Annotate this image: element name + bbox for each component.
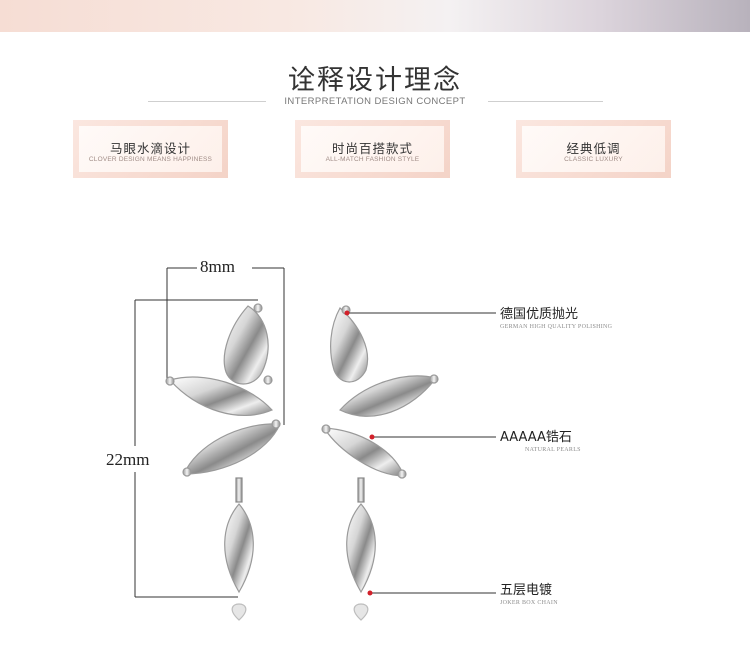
title-divider-right xyxy=(488,101,603,102)
page-subtitle: INTERPRETATION DESIGN CONCEPT xyxy=(284,96,466,107)
earring-left xyxy=(165,303,281,621)
feature-tag-panel: 时尚百搭款式 ALL-MATCH FASHION STYLE xyxy=(301,126,444,172)
earring-right xyxy=(321,305,439,621)
callout-plating: 五层电镀 JOKER BOX CHAIN xyxy=(500,579,558,606)
feature-tag-panel: 经典低调 CLASSIC LUXURY xyxy=(522,126,665,172)
callout-caption: JOKER BOX CHAIN xyxy=(500,600,558,606)
feature-tag-marquise-drop: 马眼水滴设计 CLOVER DESIGN MEANS HAPPINESS xyxy=(73,120,228,178)
dimension-lines xyxy=(134,267,285,598)
feature-tag-fashion-style: 时尚百搭款式 ALL-MATCH FASHION STYLE xyxy=(295,120,450,178)
feature-tag-caption: CLOVER DESIGN MEANS HAPPINESS xyxy=(88,156,213,163)
callout-caption: GERMAN HIGH QUALITY POLISHING xyxy=(500,324,613,330)
callout-title: 五层电镀 xyxy=(500,583,553,598)
top-banner-bar xyxy=(0,0,750,32)
feature-tag-caption: ALL-MATCH FASHION STYLE xyxy=(325,156,420,163)
title-divider-left xyxy=(148,101,266,102)
height-dimension-label: 22mm xyxy=(106,448,150,472)
feature-tag-caption: CLASSIC LUXURY xyxy=(564,156,623,163)
callout-polishing: 德国优质抛光 GERMAN HIGH QUALITY POLISHING xyxy=(500,303,612,330)
callout-lines xyxy=(348,312,496,594)
callout-dots xyxy=(344,310,375,596)
feature-tag-title: 马眼水滴设计 xyxy=(109,141,191,156)
page-title: 诠释设计理念 xyxy=(288,65,462,96)
callout-title: 德国优质抛光 xyxy=(500,307,579,322)
feature-tag-classic: 经典低调 CLASSIC LUXURY xyxy=(516,120,671,178)
feature-tag-panel: 马眼水滴设计 CLOVER DESIGN MEANS HAPPINESS xyxy=(79,126,222,172)
feature-tag-title: 时尚百搭款式 xyxy=(331,141,413,156)
feature-tag-title: 经典低调 xyxy=(566,141,621,156)
width-dimension-label: 8mm xyxy=(197,257,238,277)
callout-zircon: AAAAA锆石 NATURAL PEARLS xyxy=(500,426,581,453)
callout-title: AAAAA锆石 xyxy=(500,430,572,445)
callout-caption: NATURAL PEARLS xyxy=(525,447,581,453)
